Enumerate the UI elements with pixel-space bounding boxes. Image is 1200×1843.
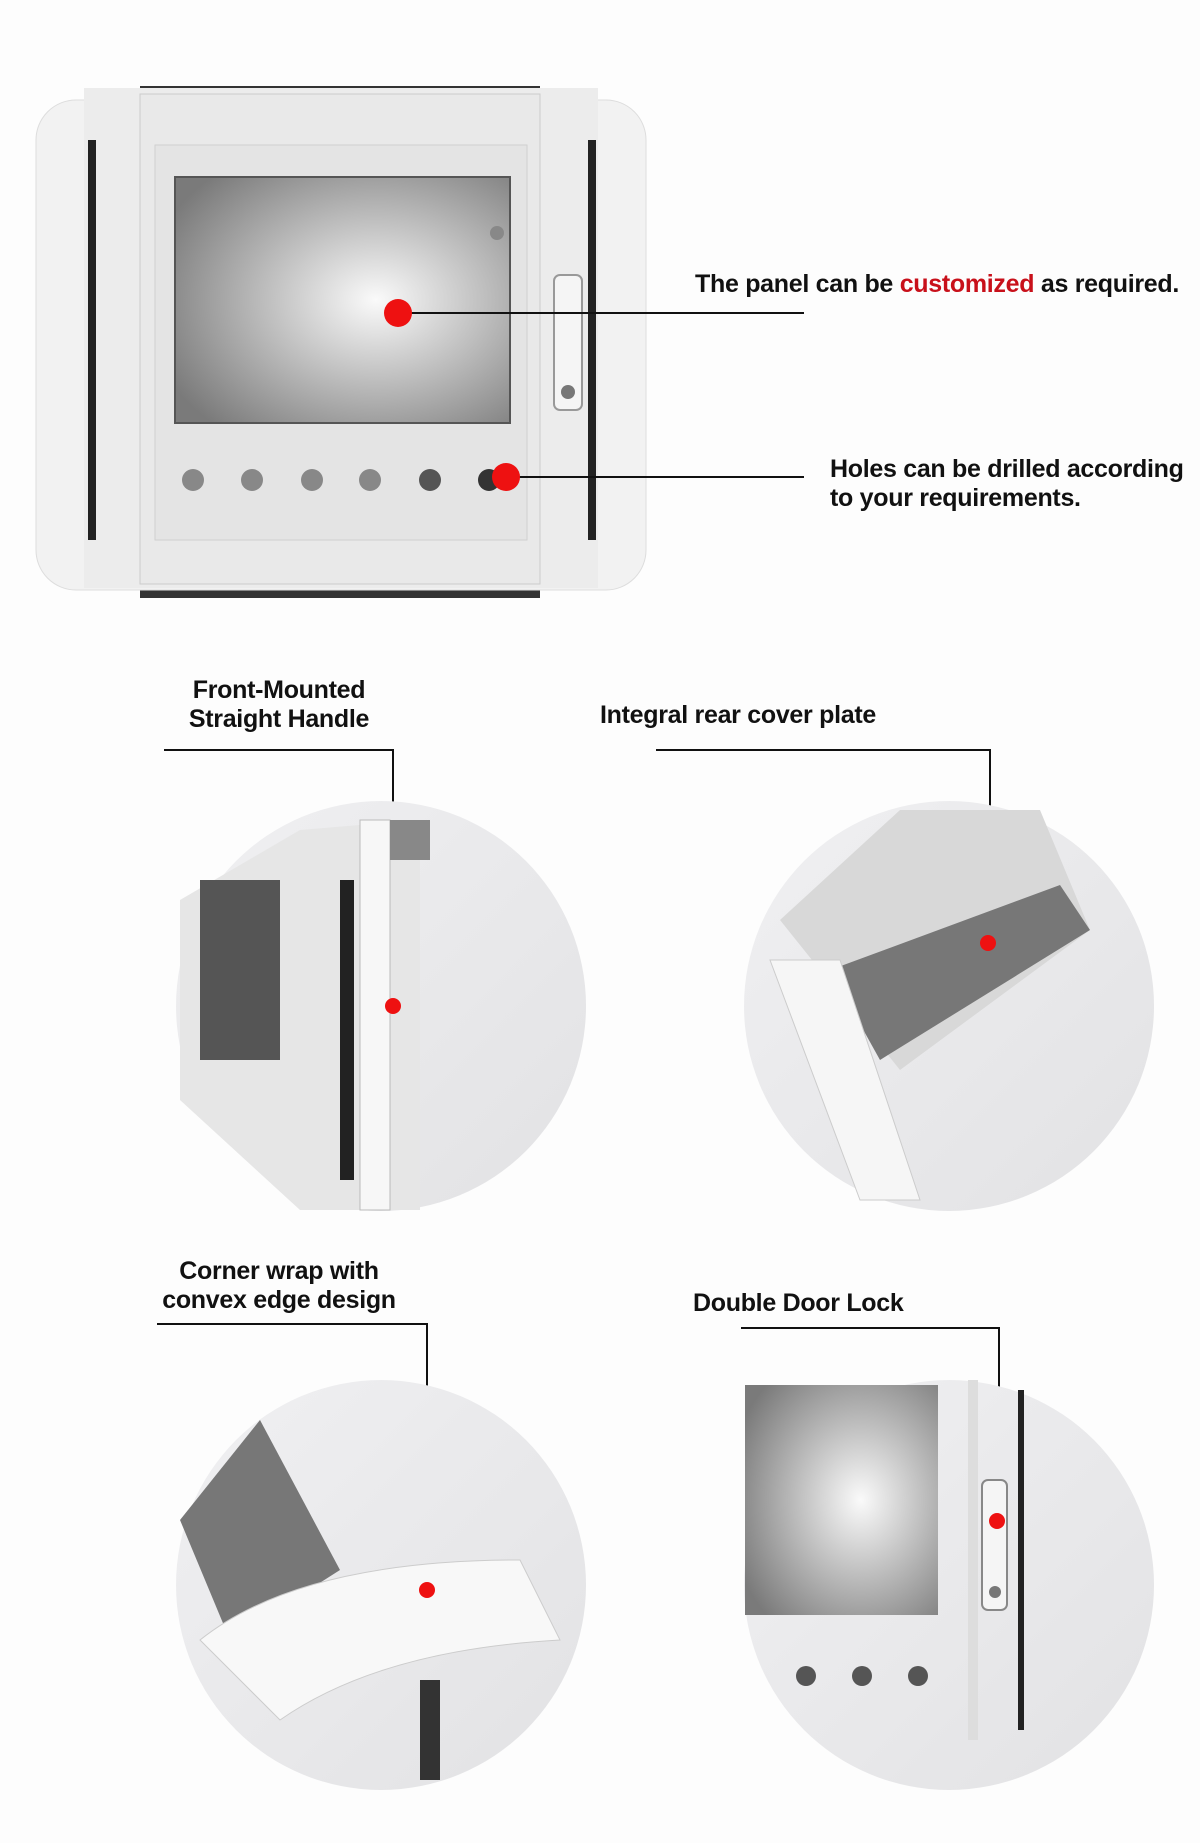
feature-label-door-lock: Double Door Lock [693,1289,904,1318]
label-line: Corner wrap with [179,1257,379,1285]
label-line: Double Door Lock [693,1289,904,1317]
callout-text: as required. [1034,270,1179,298]
marker-dots [384,299,1005,1598]
detail-door-lock [744,1380,1154,1790]
callout-highlight: customized [899,270,1035,298]
feature-label-rear-cover: Integral rear cover plate [600,701,876,730]
enclosure-front-view [35,86,647,598]
detail-rear-cover [744,801,1154,1211]
callout-line: Holes can be drilled according [830,455,1184,483]
label-line: Front-Mounted [192,676,366,704]
panel-customization-callout: The panel can be customized as required. [695,270,1179,299]
label-line: Integral rear cover plate [600,701,876,729]
detail-corner-wrap [176,1380,586,1790]
callout-text: The panel can be [695,270,900,298]
callout-line: to your requirements. [830,484,1081,512]
label-line: convex edge design [162,1286,396,1314]
label-line: Straight Handle [188,705,370,733]
detail-handle [176,801,586,1211]
